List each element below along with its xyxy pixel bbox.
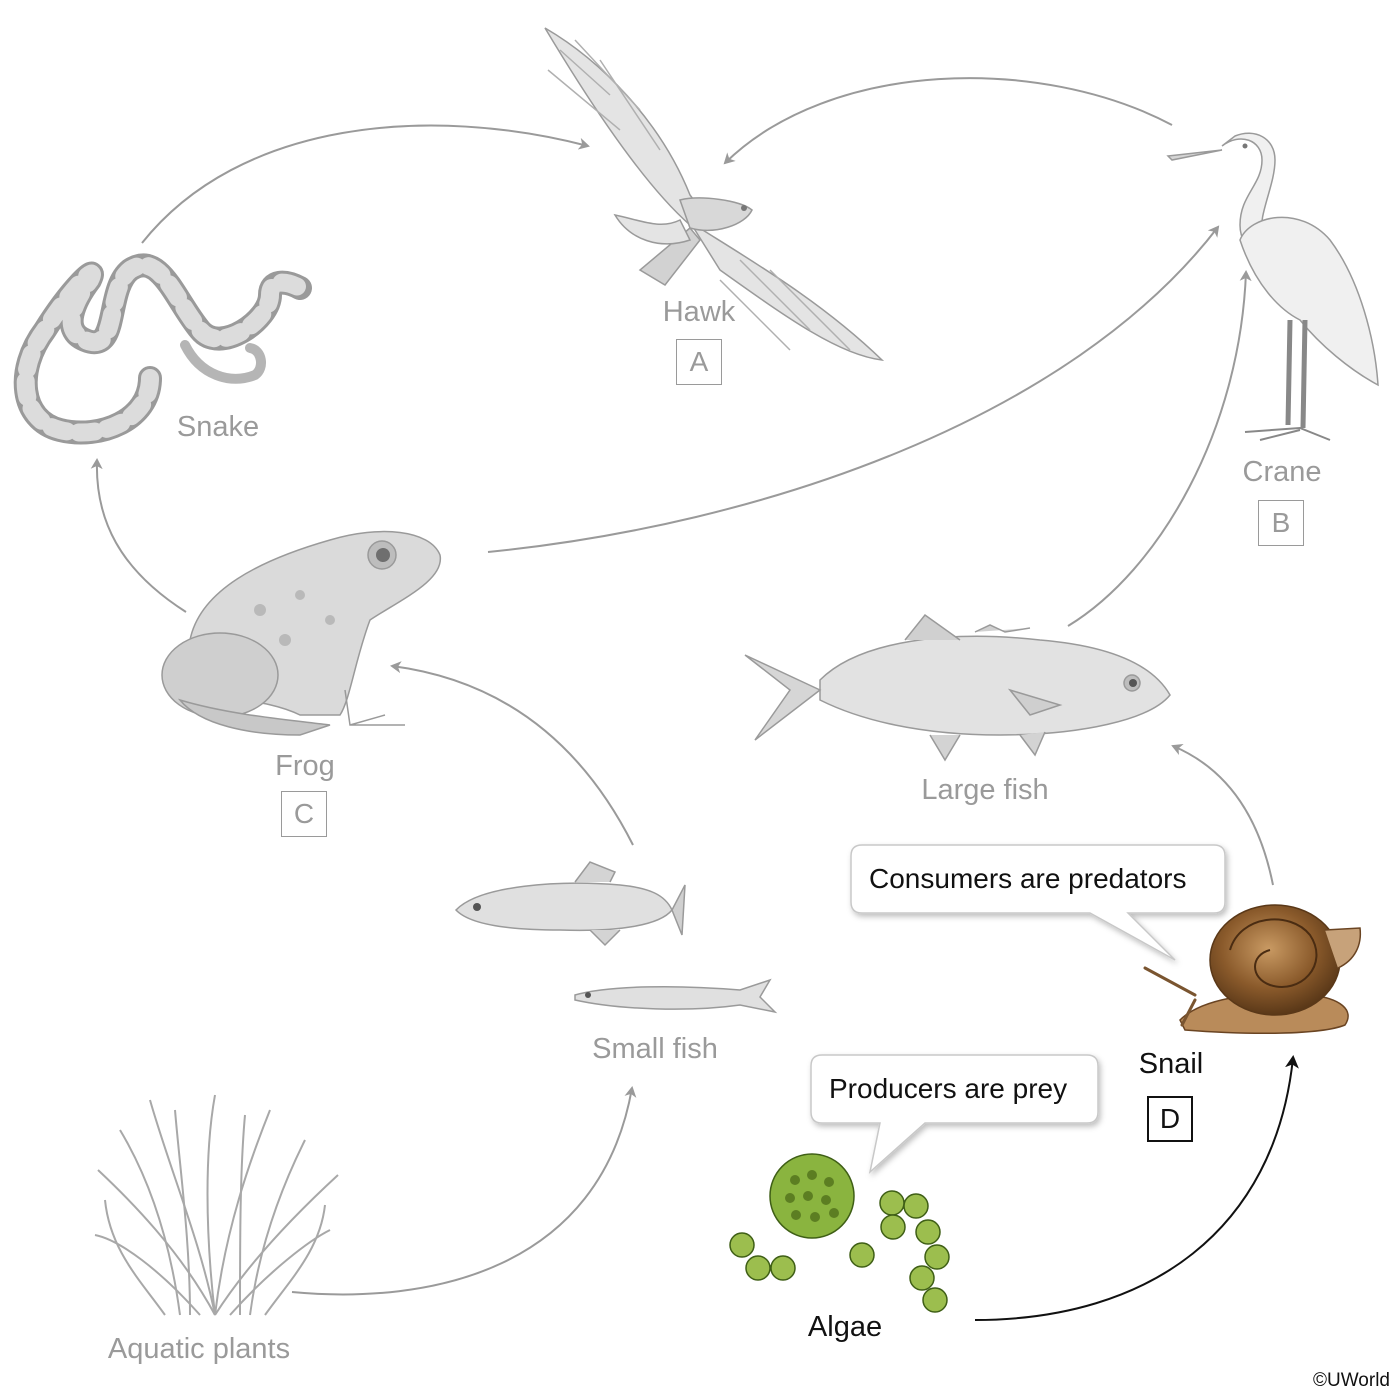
arrow-snail-to-largefish — [1171, 743, 1274, 886]
arrow-plants-to-smallfish — [291, 1086, 637, 1296]
large-fish-label: Large fish — [921, 774, 1049, 806]
arrow-crane-to-hawk — [723, 77, 1173, 165]
hawk-label: Hawk — [662, 296, 736, 328]
callout-producers-bubble — [810, 1054, 1099, 1175]
callout-producers-text: Producers are prey — [829, 1073, 1068, 1104]
snake-illustration — [13, 253, 312, 445]
arrow-algae-to-snail — [974, 1055, 1299, 1321]
small-fish-illustration — [454, 861, 778, 1014]
callout-consumers-text: Consumers are predators — [869, 863, 1187, 894]
aquatic-plants-illustration — [94, 1094, 339, 1316]
snake-label: Snake — [176, 411, 260, 443]
snail-illustration — [1143, 904, 1362, 1035]
callout-consumers-bubble — [850, 844, 1226, 961]
arrow-frog-to-snake — [90, 458, 187, 613]
frog-label: Frog — [275, 750, 335, 782]
frog-tag: C — [281, 791, 327, 837]
arrow-largefish-to-crane — [1067, 270, 1252, 627]
arrow-smallfish-to-frog — [390, 661, 634, 846]
crane-tag: B — [1258, 500, 1304, 546]
algae-label: Algae — [807, 1311, 883, 1343]
crane-illustration — [1166, 132, 1379, 441]
arrow-snake-to-hawk — [141, 124, 590, 244]
frog-illustration — [161, 530, 441, 736]
hawk-illustration — [544, 27, 885, 362]
large-fish-illustration — [744, 613, 1171, 762]
arrow-frog-to-crane — [487, 225, 1220, 553]
crane-label: Crane — [1242, 456, 1322, 488]
hawk-tag: A — [676, 339, 722, 385]
copyright-notice: ©UWorld — [1313, 1370, 1390, 1391]
aquatic-plants-label: Aquatic plants — [107, 1333, 291, 1365]
snail-label: Snail — [1138, 1048, 1204, 1080]
snail-tag: D — [1147, 1096, 1193, 1142]
small-fish-label: Small fish — [592, 1033, 718, 1065]
algae-illustration — [729, 1153, 950, 1313]
